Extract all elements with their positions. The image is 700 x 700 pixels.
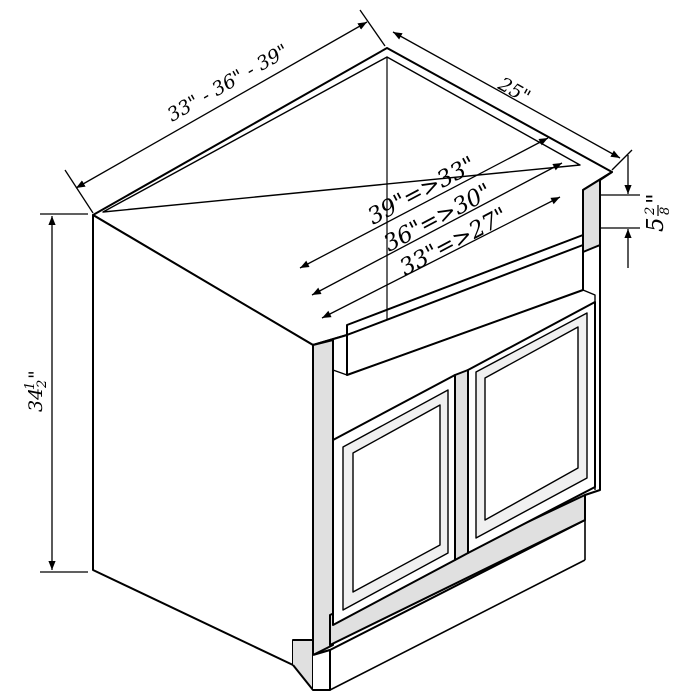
base-step <box>312 649 331 691</box>
depth-dim-line <box>392 31 621 159</box>
depth-label: 25" <box>494 73 534 109</box>
right-door <box>467 301 596 554</box>
height-whole: 34 <box>25 388 47 412</box>
height-frac-num: 1 <box>23 382 38 390</box>
rail-frac-den: 8 <box>658 207 673 215</box>
width-dim-line <box>75 21 368 189</box>
face-frame-right-stub <box>582 171 613 253</box>
right-door-panel <box>484 326 579 521</box>
rail-frac-num: 2 <box>643 207 658 216</box>
center-stile <box>454 369 469 561</box>
cabinet <box>92 47 613 691</box>
left-door <box>332 374 456 626</box>
rail-whole: 5 <box>643 217 669 232</box>
base-lower-edge <box>329 559 586 691</box>
height-inch: " <box>25 370 47 379</box>
width-ext-right <box>359 9 386 47</box>
depth-ext-right <box>611 149 633 171</box>
door-opening-outline <box>332 289 596 490</box>
left-door-panel <box>352 404 441 593</box>
toe-kick <box>292 639 314 691</box>
height-frac-den: 2 <box>35 380 50 389</box>
sink-33-dim-line <box>321 196 561 319</box>
face-frame-left-stile <box>312 339 334 656</box>
width-ext-left <box>64 169 94 214</box>
rail-inch: " <box>643 193 669 204</box>
height-label: 34 1 2 " <box>23 370 50 412</box>
dimension-lines <box>40 9 640 573</box>
rail-label: 5 2 8 " <box>643 193 673 232</box>
